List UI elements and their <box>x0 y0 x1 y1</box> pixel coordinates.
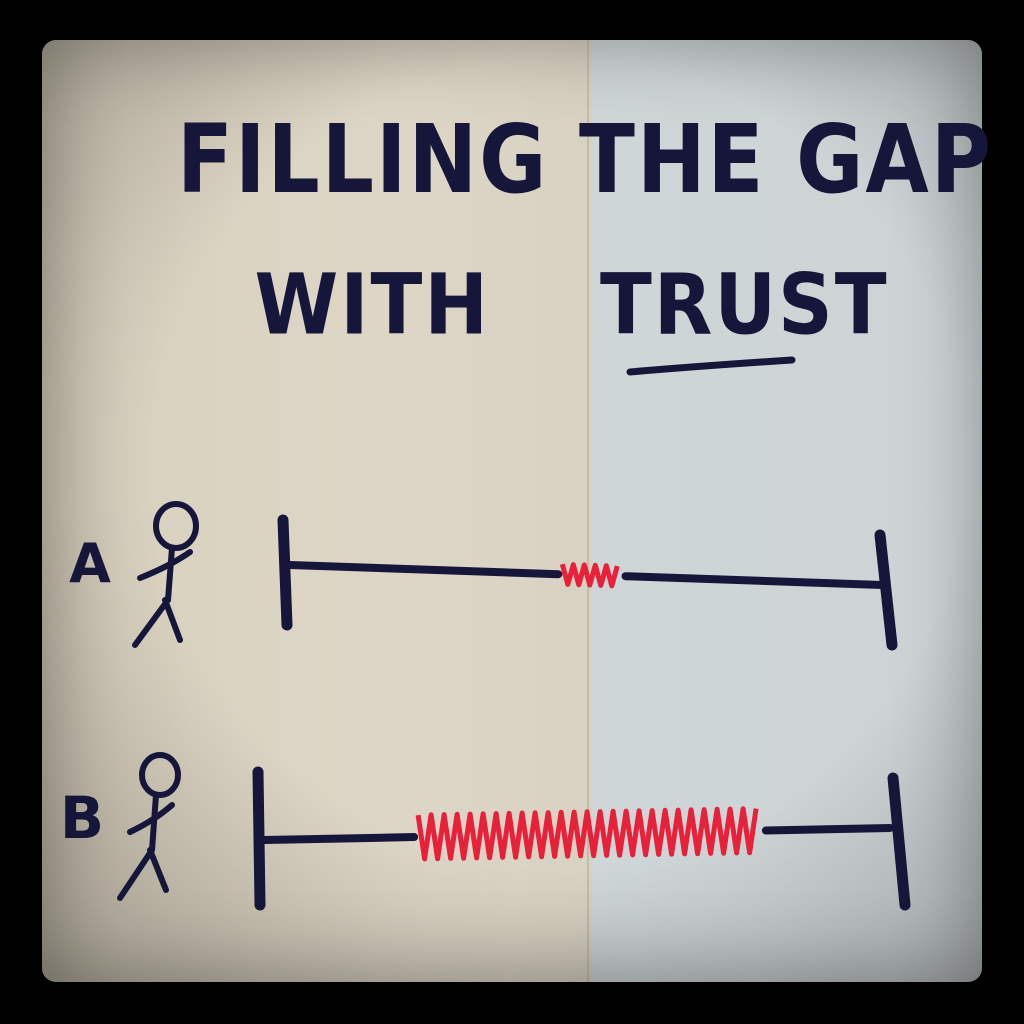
row-b-trust-spring <box>415 806 759 862</box>
row-a-end-bar <box>874 529 898 651</box>
stick-figure-icon <box>132 501 199 648</box>
trust-underline <box>626 356 796 376</box>
row-b-left-line <box>261 833 419 844</box>
title-line-1: FILLING THE GAP <box>177 105 993 215</box>
stick-figure-icon <box>117 752 181 901</box>
title-line-2-emphasis: TRUST <box>600 256 889 353</box>
row-b-right-line <box>761 824 894 835</box>
row-b-end-bar <box>887 772 911 911</box>
row-b-label: B <box>60 784 104 852</box>
row-a-left-line <box>286 561 563 579</box>
row-b-gap <box>252 766 911 911</box>
row-a-right-line <box>621 572 886 589</box>
row-a-trust-spring <box>559 562 620 589</box>
paper-fold <box>587 40 589 982</box>
row-a-label: A <box>69 532 111 595</box>
row-a-gap <box>277 514 898 651</box>
row-b-start-bar <box>252 766 266 911</box>
title-line-2-prefix: WITH <box>254 256 490 353</box>
row-a-start-bar <box>277 514 293 631</box>
